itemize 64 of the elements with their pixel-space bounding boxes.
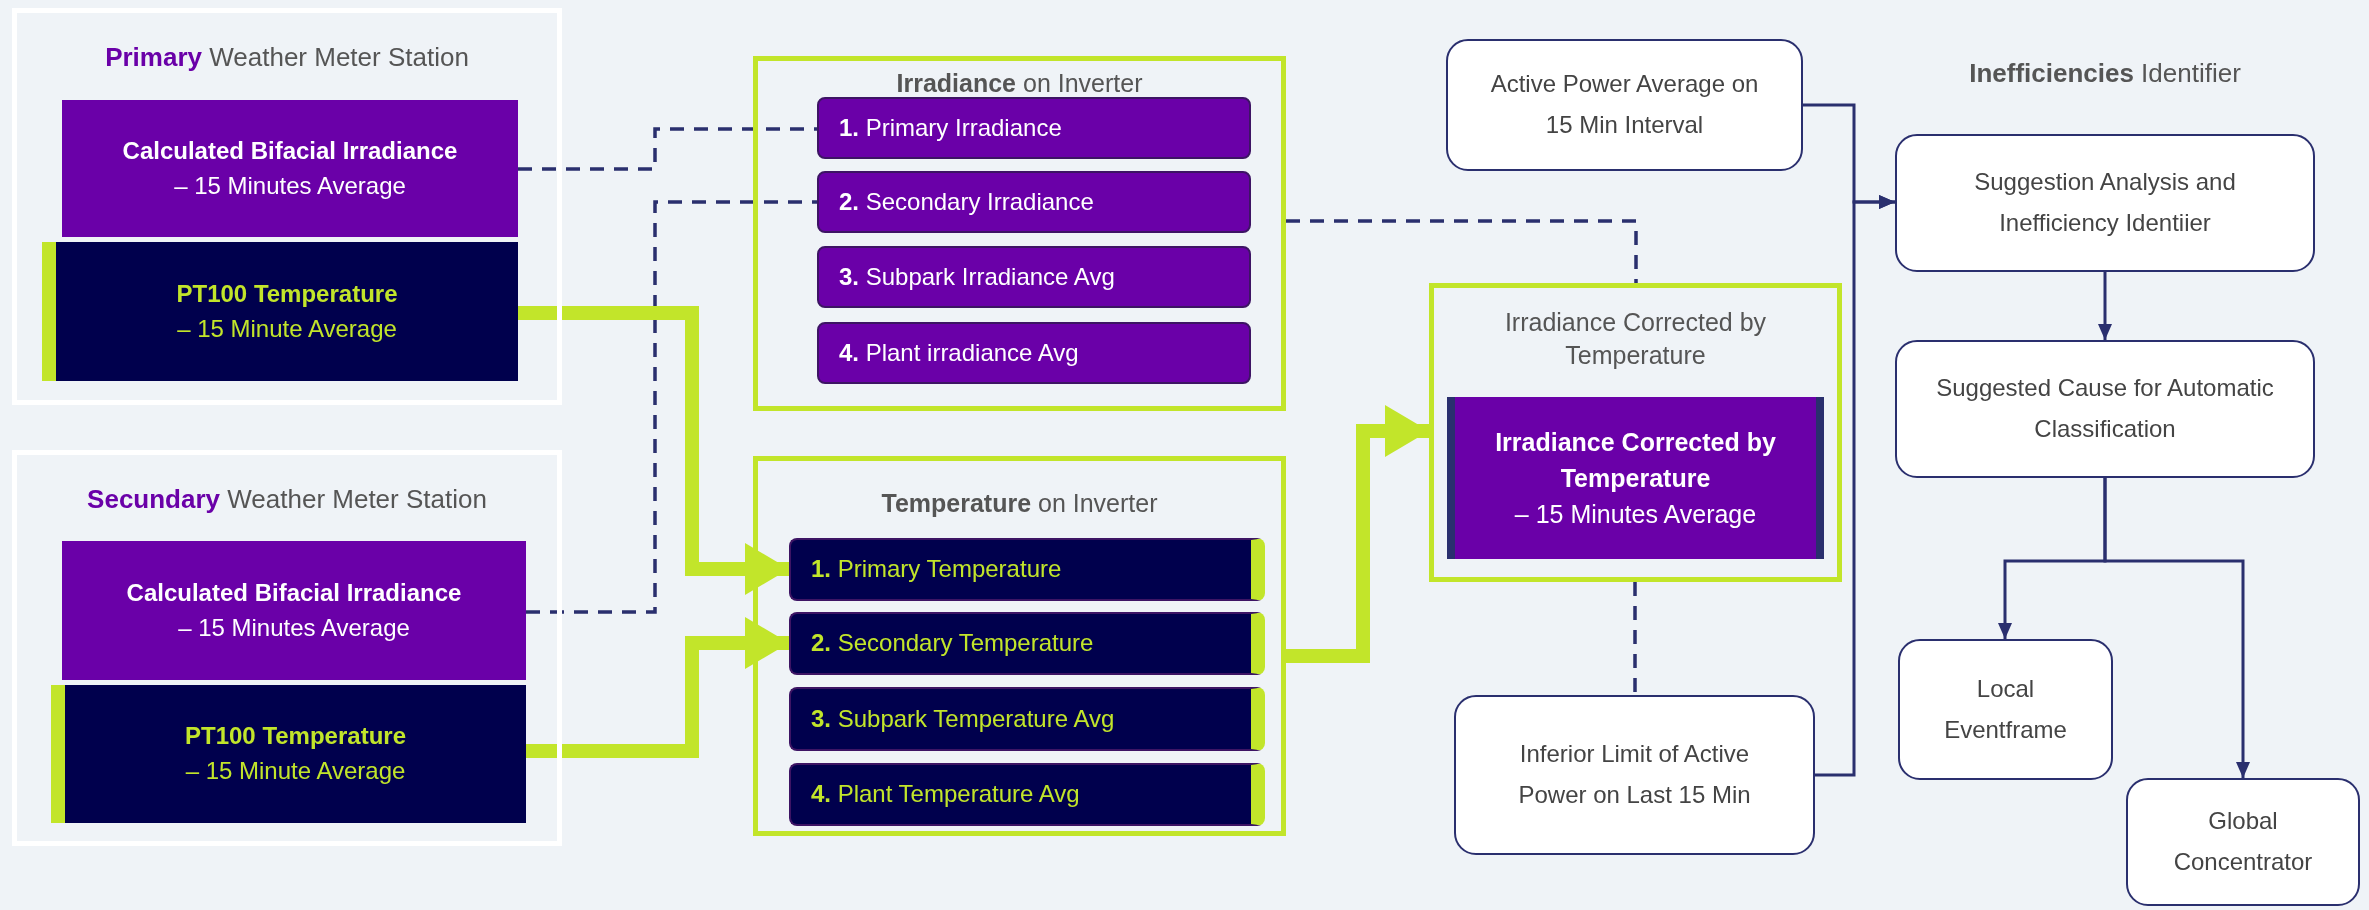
thick-arrow (526, 617, 789, 758)
panel-heading: Primary Weather Meter Station (104, 41, 470, 74)
irradiance-box (62, 100, 518, 237)
dashed-connector (518, 127, 817, 171)
station-panel (12, 8, 562, 405)
irradiance-item (817, 322, 1251, 384)
process-box (2126, 778, 2360, 906)
process-box (1898, 639, 2113, 780)
node-label: 1. Primary Temperature (811, 554, 1062, 585)
node-subtitle: – 15 Minute Average (177, 313, 397, 344)
temperature-item (789, 612, 1265, 675)
section-heading: Inefficiencies Identifier (1968, 58, 2242, 89)
process-box (1446, 39, 1803, 171)
dashed-connector (526, 200, 817, 614)
node-label: PT100 Temperature (185, 721, 406, 752)
node-label: Inferior Limit of Active Power on Last 15 Min (1517, 739, 1752, 810)
temperature-item (789, 687, 1265, 751)
node-subtitle: – 15 Minutes Average (174, 170, 406, 201)
node-label: PT100 Temperature (176, 278, 398, 309)
corrected-panel (1429, 283, 1842, 582)
thick-arrow (518, 306, 789, 595)
panel-heading: Temperature on Inverter (880, 488, 1159, 519)
process-box (1895, 134, 2315, 272)
inverter-panel (753, 456, 1286, 836)
station-panel (12, 450, 562, 846)
irradiance-item (817, 97, 1251, 159)
node-label: Calculated Bifacial Irradiance (126, 577, 462, 608)
node-label: Global Concentrator (2172, 806, 2314, 877)
panel-heading: Irradiance Corrected by Temperature (1503, 307, 1768, 371)
node-subtitle: – 15 Minutes Average (178, 612, 410, 643)
panel-heading: Secundary Weather Meter Station (86, 483, 488, 516)
arrow (2098, 272, 2112, 340)
process-box (1895, 340, 2315, 478)
temperature-item (789, 763, 1265, 826)
node-label: 3. Subpark Irradiance Avg (839, 261, 1115, 292)
node-subtitle: – 15 Minutes Average (1514, 499, 1757, 531)
panel-heading: Irradiance on Inverter (895, 68, 1144, 99)
arrow (2103, 478, 2250, 778)
node-subtitle: – 15 Minute Average (185, 756, 406, 786)
temperature-box (42, 242, 518, 381)
node-label: 1. Primary Irradiance (839, 112, 1062, 143)
node-label: 4. Plant Temperature Avg (811, 779, 1080, 810)
dashed-connector (1633, 582, 1637, 695)
irradiance-item (817, 246, 1251, 308)
temperature-box (51, 685, 526, 823)
temperature-item (789, 538, 1265, 601)
node-label: Irradiance Corrected by Temperature (1495, 426, 1776, 494)
node-label: 4. Plant irradiance Avg (839, 337, 1079, 368)
node-label: Suggestion Analysis and Inefficiency Identiier (1973, 167, 2237, 238)
node-label: Active Power Average on 15 Min Interval (1489, 69, 1760, 140)
irradiance-item (817, 171, 1251, 233)
node-label: Local Eventframe (1943, 673, 2068, 745)
thick-arrow (1286, 405, 1429, 663)
inverter-panel (753, 56, 1286, 411)
dashed-connector (1286, 219, 1638, 283)
node-label: 2. Secondary Irradiance (839, 186, 1094, 217)
node-label: Calculated Bifacial Irradiance (122, 135, 458, 166)
node-label: 3. Subpark Temperature Avg (811, 703, 1115, 734)
node-label: 2. Secondary Temperature (811, 628, 1094, 659)
corrected-irradiance-box (1447, 397, 1824, 559)
process-box (1454, 695, 1815, 855)
arrow (1815, 195, 1895, 777)
node-label: Suggested Cause for Automatic Classification (1935, 373, 2275, 444)
irradiance-box (62, 541, 526, 680)
